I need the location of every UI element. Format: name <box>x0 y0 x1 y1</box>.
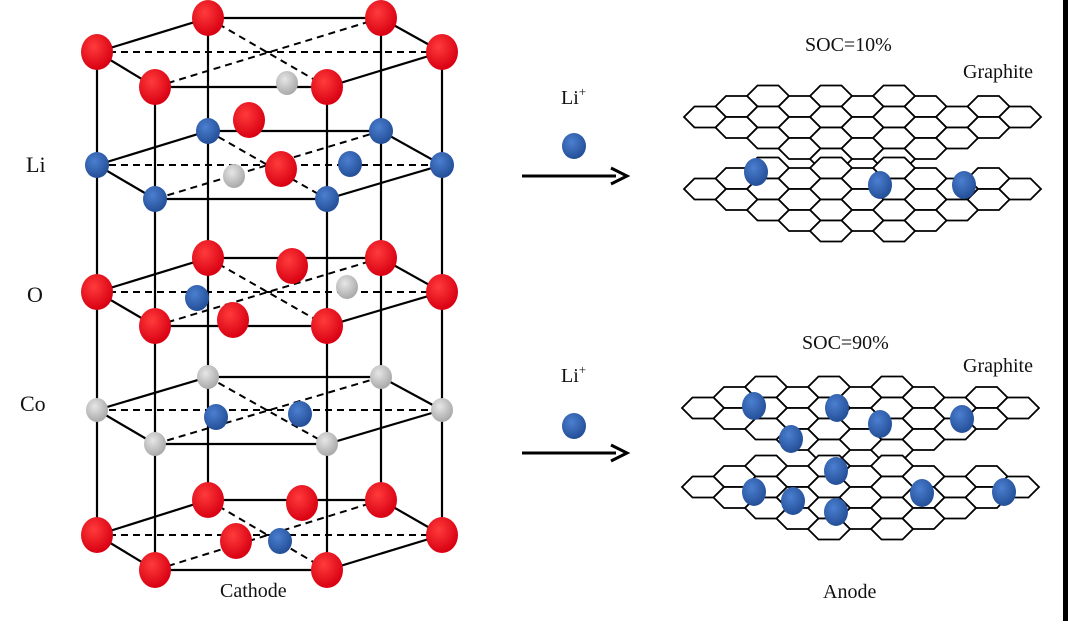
oxygen-atom <box>276 248 308 284</box>
soc-high-label: SOC=90% <box>802 332 889 354</box>
lithium-atom <box>185 285 209 311</box>
oxygen-atom <box>139 308 171 344</box>
cobalt-atom <box>370 365 392 389</box>
lithium-atom <box>742 478 766 506</box>
lithium-atom <box>369 118 393 144</box>
graphite-sheet-90-lower <box>680 454 1041 541</box>
lithium-atom <box>85 152 109 178</box>
label-o: O <box>27 282 43 307</box>
plane-co <box>94 375 445 446</box>
arrow-head-icon <box>610 166 631 186</box>
lithium-atom <box>196 118 220 144</box>
lithium-atom <box>824 498 848 526</box>
oxygen-atom <box>311 308 343 344</box>
oxygen-atom <box>426 517 458 553</box>
transfer-bottom: Li+ <box>522 362 631 463</box>
oxygen-atom <box>192 240 224 276</box>
cathode-label: Cathode <box>220 580 287 602</box>
lithium-atom <box>868 171 892 199</box>
atoms-o-middle <box>81 240 458 344</box>
transfer-top: Li+ <box>522 84 631 186</box>
oxygen-atom <box>286 485 318 521</box>
lithium-atom <box>825 394 849 422</box>
lithium-atom <box>204 404 228 430</box>
atoms-o-top <box>81 0 458 105</box>
lithium-atom <box>315 186 339 212</box>
graphite-layers <box>680 84 1043 541</box>
lithium-atom <box>992 478 1016 506</box>
li-ion-label: Li+ <box>561 362 586 387</box>
intercalated-lithium <box>742 158 1016 526</box>
soc-low-label: SOC=10% <box>805 34 892 56</box>
oxygen-atom <box>81 517 113 553</box>
oxygen-atom <box>217 302 249 338</box>
cobalt-atom <box>276 71 298 95</box>
oxygen-atom <box>81 34 113 70</box>
anode-label: Anode <box>823 581 876 603</box>
lithium-ion <box>562 413 586 439</box>
lithium-atom <box>824 457 848 485</box>
lithium-atom <box>781 487 805 515</box>
lithium-atom <box>268 528 292 554</box>
lithium-ion <box>562 133 586 159</box>
graphite-sheet-10-upper <box>682 84 1043 171</box>
cathode-structure <box>81 0 458 588</box>
arrow-head-icon <box>610 443 631 463</box>
oxygen-atom <box>139 69 171 105</box>
li-ion-label: Li+ <box>561 84 586 109</box>
oxygen-atom <box>139 552 171 588</box>
graphite-hexagon <box>871 219 917 243</box>
lithium-atom <box>950 405 974 433</box>
oxygen-atom <box>426 34 458 70</box>
graphite-sheet-90-upper <box>680 375 1041 462</box>
lithium-atom <box>288 401 312 427</box>
atoms-co-layer <box>86 365 453 456</box>
cobalt-atom <box>336 275 358 299</box>
graphite-sheet-10-lower <box>682 156 1043 243</box>
frame-edge <box>1063 0 1068 621</box>
oxygen-atom <box>426 274 458 310</box>
lithium-atom <box>742 392 766 420</box>
lithium-atom <box>868 410 892 438</box>
cobalt-atom <box>223 164 245 188</box>
graphite-label-top: Graphite <box>963 61 1033 83</box>
lithium-atom <box>910 479 934 507</box>
lithium-atom <box>779 425 803 453</box>
label-li: Li <box>26 152 46 177</box>
oxygen-atom <box>233 102 265 138</box>
lithium-atom <box>430 152 454 178</box>
graphite-hexagon <box>869 517 915 541</box>
oxygen-atom <box>365 0 397 36</box>
oxygen-atom <box>192 482 224 518</box>
graphite-hexagon <box>808 219 854 243</box>
lithium-atom <box>143 186 167 212</box>
oxygen-atom <box>220 523 252 559</box>
oxygen-atom <box>311 552 343 588</box>
oxygen-atom <box>192 0 224 36</box>
oxygen-atom <box>365 482 397 518</box>
oxygen-atom <box>365 240 397 276</box>
cobalt-atom <box>431 398 453 422</box>
lithium-atom <box>338 151 362 177</box>
graphite-label-bottom: Graphite <box>963 355 1033 377</box>
cobalt-atom <box>197 365 219 389</box>
cobalt-atom <box>86 398 108 422</box>
oxygen-atom <box>311 69 343 105</box>
lithium-atom <box>744 158 768 186</box>
cobalt-atom <box>316 432 338 456</box>
atoms-li-layer <box>85 102 454 212</box>
oxygen-atom <box>265 151 297 187</box>
label-co: Co <box>20 391 46 416</box>
cobalt-atom <box>144 432 166 456</box>
oxygen-atom <box>81 274 113 310</box>
atoms-o-bottom <box>81 482 458 588</box>
lithium-atom <box>952 171 976 199</box>
